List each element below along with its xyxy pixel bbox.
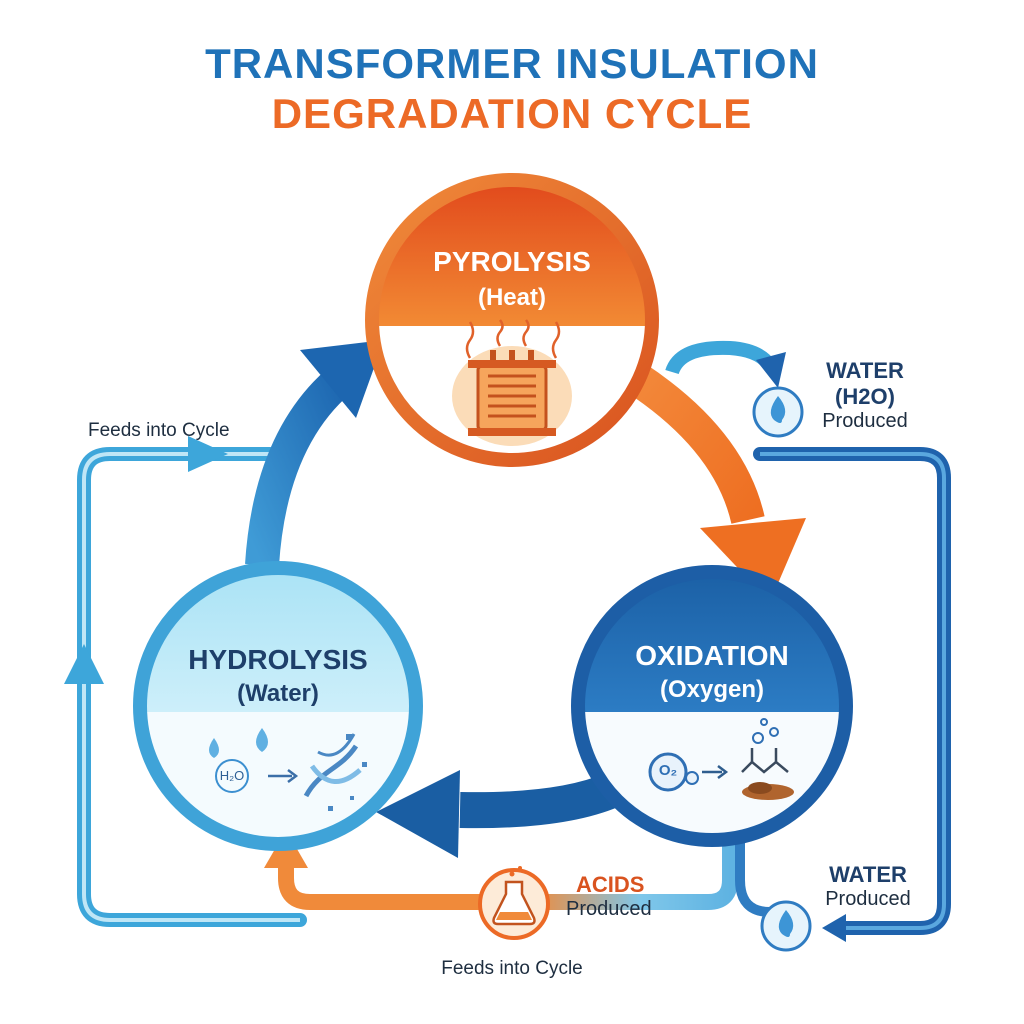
water-bottom-name: WATER — [829, 862, 907, 887]
oxidation-agent: (Oxygen) — [659, 676, 764, 703]
title-line-2: DEGRADATION CYCLE — [271, 90, 753, 137]
oxygen-sludge-icon — [648, 718, 794, 800]
arrow-hydrolysis-to-pyrolysis — [245, 367, 352, 567]
left-feedback-loop-inner — [82, 452, 300, 922]
water-drop-icon — [770, 396, 786, 423]
water-top-badge — [752, 386, 804, 438]
arrow-hydrolysis-to-pyrolysis-head — [300, 340, 384, 418]
hydrolysis-agent: (Water) — [237, 680, 319, 707]
oxidation-title: OXIDATION — [635, 640, 789, 671]
feedback-bottom-label: Feeds into Cycle — [441, 958, 583, 979]
water-drop-icon-bottom — [778, 910, 794, 937]
arrow-pyrolysis-to-water — [665, 340, 776, 375]
water-breaking-fiber-icon — [209, 728, 367, 811]
acids-status: Produced — [566, 898, 652, 920]
right-feedback-loop-inner — [760, 452, 946, 930]
h2o-formula: H₂O — [219, 768, 245, 783]
arrow-pyrolysis-to-oxidation-head — [700, 518, 806, 602]
arrow-pyrolysis-to-oxidation — [626, 363, 765, 525]
acids-name: ACIDS — [576, 872, 645, 897]
water-top-status: Produced — [822, 410, 908, 432]
left-loop-arrow-right — [188, 436, 228, 472]
water-top-name: WATER — [826, 358, 904, 383]
arrow-oxidation-to-hydrolysis-head — [376, 770, 460, 858]
transformer-heat-icon — [452, 319, 572, 446]
right-loop-arrowhead — [822, 914, 846, 942]
pyrolysis-agent: (Heat) — [477, 284, 546, 311]
pyrolysis-title: PYROLYSIS — [433, 246, 591, 277]
pyrolysis-node — [365, 173, 659, 467]
o2-formula: O₂ — [658, 762, 678, 779]
oxidation-water-drop-line — [735, 830, 771, 917]
water-top-formula: (H2O) — [835, 384, 895, 409]
arrow-oxidation-to-hydrolysis — [459, 773, 620, 829]
feedback-left-label: Feeds into Cycle — [88, 420, 230, 441]
water-bottom-status: Produced — [825, 888, 911, 910]
arrow-pyrolysis-to-water-head — [756, 352, 786, 388]
water-bottom-badge — [760, 900, 812, 952]
title-line-1: TRANSFORMER INSULATION — [205, 40, 819, 87]
hydrolysis-title: HYDROLYSIS — [188, 644, 368, 675]
acids-flask-badge — [478, 866, 550, 940]
left-loop-arrow-up — [64, 644, 104, 684]
